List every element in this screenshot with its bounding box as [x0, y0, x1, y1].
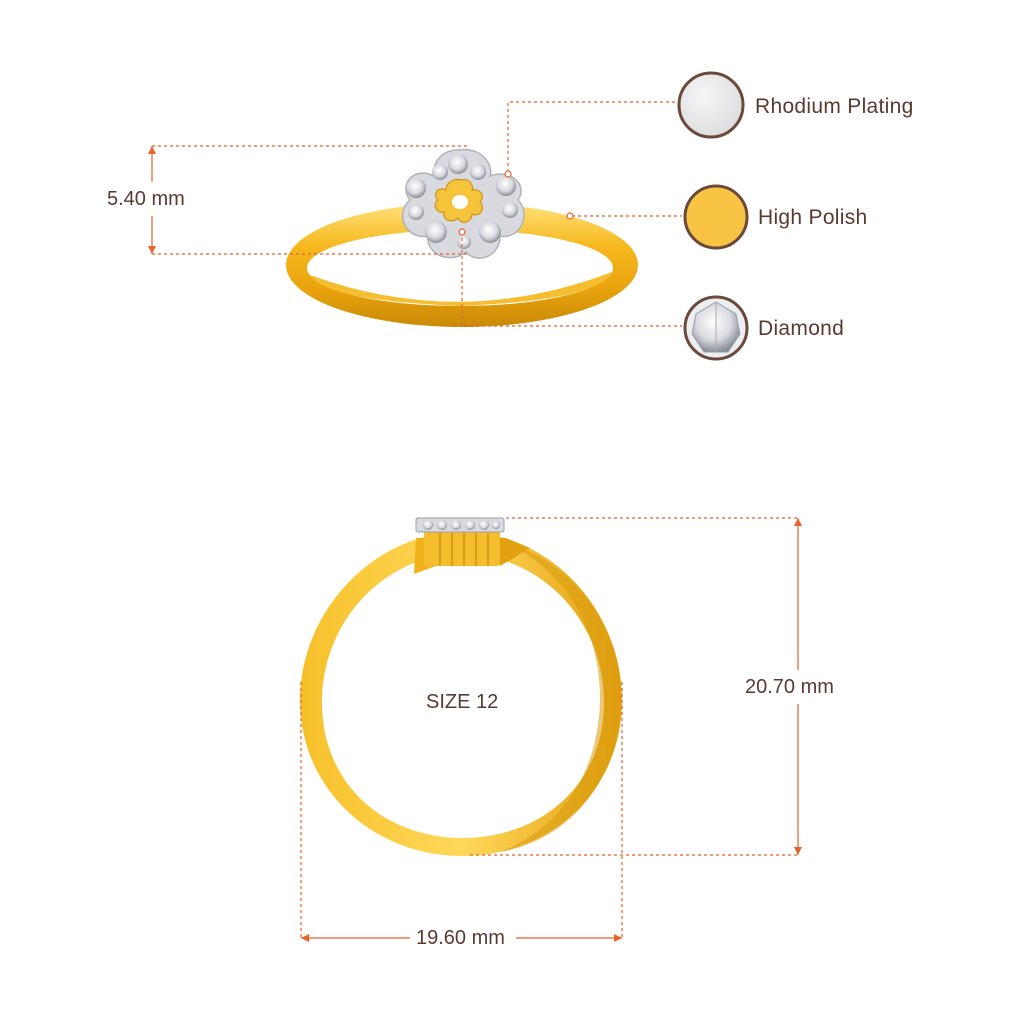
front-ring-shoulder-right	[492, 538, 530, 566]
legend-label-rhodium: Rhodium Plating	[755, 95, 914, 118]
front-width-dimension-label: 19.60 mm	[416, 927, 505, 949]
front-diamonds	[423, 520, 500, 530]
rhodium-swatch-icon	[677, 71, 745, 139]
flower-diamonds	[406, 154, 518, 249]
top-ring-band-inner	[307, 230, 613, 306]
front-dimension-lines	[300, 517, 802, 942]
legend-label-diamond: Diamond	[758, 317, 845, 340]
top-height-dimension-label: 5.40 mm	[107, 188, 185, 210]
front-setting-head	[424, 528, 500, 566]
front-ring-band-side	[500, 540, 620, 852]
ring-size-label: SIZE 12	[426, 691, 499, 713]
top-dimension-lines	[148, 101, 682, 327]
front-height-dimension-label: 20.70 mm	[745, 676, 834, 698]
legend-label-high-polish: High Polish	[758, 206, 868, 229]
legend-swatches	[677, 71, 749, 361]
flower-center-hole	[452, 195, 468, 209]
high-polish-swatch-icon	[683, 184, 749, 250]
top-view-ring	[286, 148, 638, 327]
top-ring-inner-shine	[310, 272, 612, 306]
front-view-ring	[300, 517, 622, 856]
diamond-swatch-icon	[683, 295, 749, 361]
